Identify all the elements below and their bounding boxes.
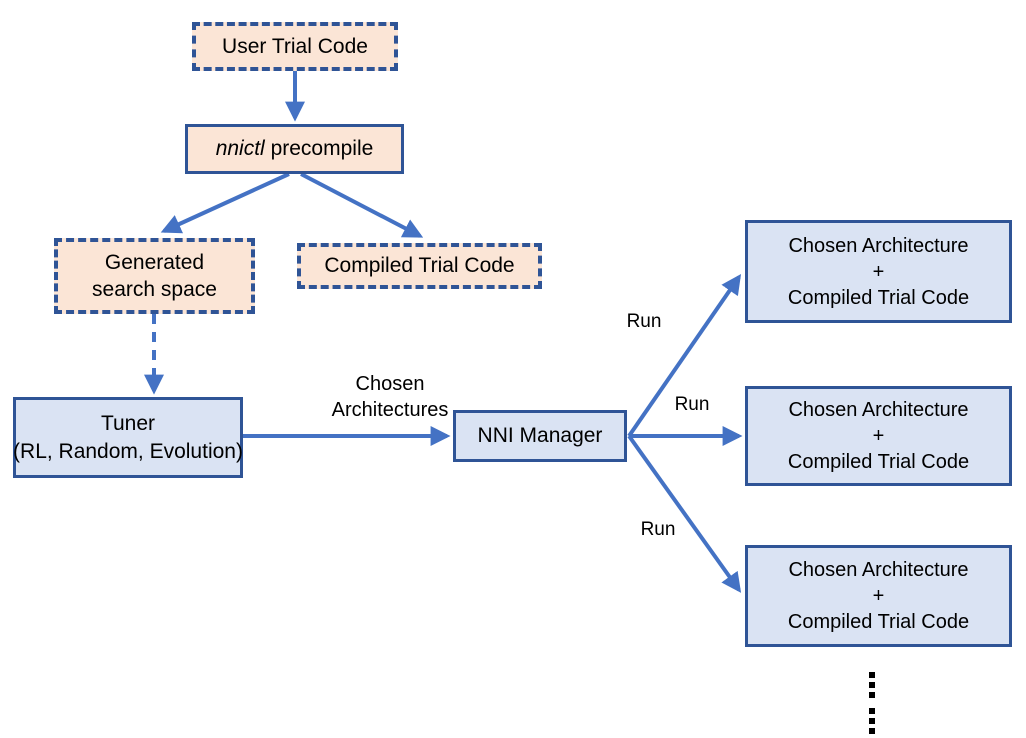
ellipsis-dot <box>869 728 875 734</box>
node-tuner-line1: Tuner <box>100 412 156 436</box>
node-nni-manager-label: NNI Manager <box>477 424 603 448</box>
ellipsis-dot <box>869 708 875 714</box>
vertical-ellipsis-icon-2 <box>869 708 875 734</box>
node-user-trial-code[interactable]: User Trial Code <box>192 22 398 71</box>
edge-label-chosen-architectures-line1: Chosen <box>355 373 425 395</box>
node-trial-1-line2: + <box>872 260 885 283</box>
node-generated-search-space-line2: search space <box>92 278 217 301</box>
edge-label-chosen-architectures-line2: Architectures <box>331 398 449 421</box>
edge-nnimanager-to-trial3 <box>627 434 742 593</box>
ellipsis-dot <box>869 718 875 724</box>
ellipsis-dot <box>869 672 875 678</box>
node-compiled-trial-code-label: Compiled Trial Code <box>324 254 515 278</box>
node-trial-2-line2: + <box>872 425 885 447</box>
node-generated-search-space-line1: Generated <box>104 250 205 274</box>
vertical-ellipsis-icon-1 <box>869 672 875 698</box>
node-trial-1[interactable]: Chosen Architecture + Compiled Trial Cod… <box>745 220 1012 323</box>
node-trial-1-line3: Compiled Trial Code <box>787 286 970 309</box>
edge-nnictl-to-searchspace <box>160 172 290 234</box>
node-compiled-trial-code[interactable]: Compiled Trial Code <box>297 243 542 289</box>
node-trial-1-line1: Chosen Architecture <box>788 234 969 257</box>
node-nnictl-precompile-label: nnictl precompile <box>216 135 374 162</box>
node-trial-3[interactable]: Chosen Architecture + Compiled Trial Cod… <box>745 545 1012 647</box>
node-trial-3-line2: + <box>872 585 885 607</box>
edge-label-run-2: Run <box>674 394 710 415</box>
node-trial-2-line1: Chosen Architecture <box>788 399 969 421</box>
node-nnictl-precompile[interactable]: nnictl precompile <box>185 124 404 174</box>
node-tuner-line2: (RL, Random, Evolution) <box>13 439 243 463</box>
node-nnictl-precompile-action: precompile <box>264 137 374 161</box>
node-tuner[interactable]: Tuner (RL, Random, Evolution) <box>13 397 243 478</box>
edge-label-chosen-architectures: Chosen Architectures <box>320 372 460 423</box>
node-trial-3-line3: Compiled Trial Code <box>787 611 970 633</box>
node-generated-search-space[interactable]: Generated search space <box>54 238 255 314</box>
edge-label-run-1: Run <box>626 311 662 332</box>
edge-nnictl-to-compiledcode <box>300 172 424 238</box>
node-user-trial-code-label: User Trial Code <box>222 34 368 58</box>
ellipsis-dot <box>869 682 875 688</box>
node-trial-3-line1: Chosen Architecture <box>788 559 969 581</box>
node-nni-manager[interactable]: NNI Manager <box>453 410 627 462</box>
ellipsis-dot <box>869 692 875 698</box>
node-nnictl-precompile-command: nnictl <box>215 137 265 161</box>
edge-label-run-3: Run <box>640 519 676 540</box>
node-trial-2-line3: Compiled Trial Code <box>787 451 970 473</box>
node-trial-2[interactable]: Chosen Architecture + Compiled Trial Cod… <box>745 386 1012 486</box>
